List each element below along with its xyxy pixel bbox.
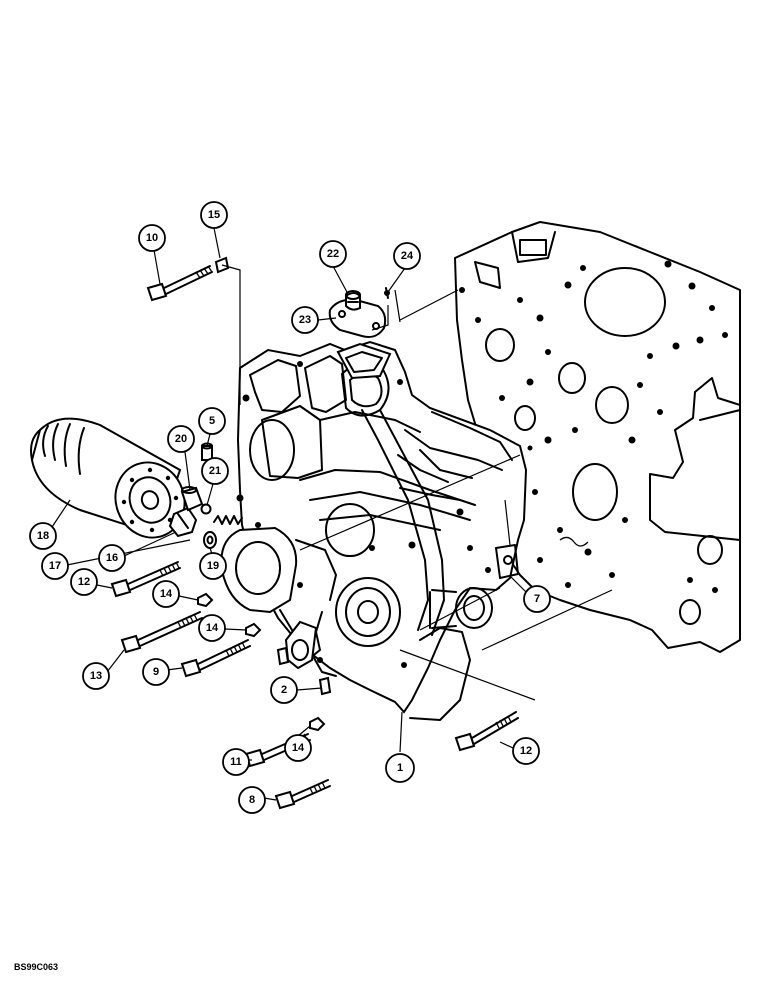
svg-text:1: 1 — [397, 762, 403, 774]
callout-15: 15 — [200, 201, 228, 229]
callout-9: 9 — [142, 658, 170, 686]
svg-text:20: 20 — [175, 433, 187, 445]
gasket — [409, 627, 471, 721]
svg-text:21: 21 — [209, 465, 221, 477]
callout-23: 23 — [291, 306, 319, 334]
svg-text:10: 10 — [146, 232, 158, 244]
svg-text:12: 12 — [78, 576, 90, 588]
nut-14b — [245, 622, 262, 638]
svg-text:5: 5 — [209, 415, 215, 427]
callout-1: 1 — [385, 753, 415, 783]
svg-text:17: 17 — [49, 560, 61, 572]
callout-5: 5 — [198, 407, 226, 435]
dowel-pin-b — [318, 676, 332, 696]
svg-text:2: 2 — [281, 684, 287, 696]
bolt-8 — [274, 779, 331, 810]
callout-2: 2 — [270, 676, 298, 704]
callout-22: 22 — [319, 240, 347, 268]
water-pump-housing — [220, 526, 337, 677]
ball — [200, 503, 212, 515]
svg-text:19: 19 — [207, 560, 219, 572]
svg-text:9: 9 — [153, 666, 159, 678]
relief-spring — [213, 515, 243, 525]
callout-18: 18 — [29, 522, 57, 550]
bolt-12-right — [454, 711, 519, 752]
callout-20: 20 — [167, 425, 195, 453]
svg-text:12: 12 — [520, 745, 532, 757]
dowel-pin — [201, 442, 213, 461]
svg-text:8: 8 — [249, 794, 255, 806]
svg-text:24: 24 — [401, 250, 414, 262]
callout-14a: 14 — [152, 580, 180, 608]
svg-text:7: 7 — [534, 593, 540, 605]
drawing-code: BS99C063 — [14, 962, 59, 972]
bolt-13 — [120, 611, 203, 654]
svg-text:15: 15 — [208, 209, 220, 221]
callout-11: 11 — [222, 748, 250, 776]
svg-text:16: 16 — [106, 552, 118, 564]
svg-text:11: 11 — [230, 756, 242, 768]
callout-17: 17 — [41, 552, 69, 580]
svg-text:14: 14 — [206, 622, 219, 634]
alignment-lines — [221, 264, 613, 701]
callout-12-right: 12 — [512, 737, 540, 765]
svg-text:14: 14 — [292, 742, 305, 754]
callout-7: 7 — [523, 585, 551, 613]
callout-8: 8 — [238, 786, 266, 814]
callout-14c: 14 — [284, 734, 312, 762]
callout-10: 10 — [138, 224, 166, 252]
callout-leaders — [49, 227, 529, 801]
callout-13: 13 — [82, 662, 110, 690]
nut-14a — [197, 592, 214, 608]
bolt-12-left — [110, 561, 181, 598]
callout-19: 19 — [199, 552, 227, 580]
svg-text:14: 14 — [160, 588, 173, 600]
dowel-pin-a — [276, 646, 290, 666]
washer — [203, 531, 217, 549]
svg-text:23: 23 — [299, 314, 311, 326]
svg-text:22: 22 — [327, 248, 339, 260]
callout-14b: 14 — [198, 614, 226, 642]
thermostat-housing — [328, 287, 392, 380]
bolt-10 — [146, 265, 213, 302]
bolt-9 — [180, 639, 251, 678]
svg-text:13: 13 — [90, 670, 102, 682]
callout-24: 24 — [393, 242, 421, 270]
svg-text:18: 18 — [37, 530, 49, 542]
callout-21: 21 — [201, 457, 229, 485]
plug — [180, 486, 204, 512]
nut-14c — [309, 716, 326, 732]
callout-12-left: 12 — [70, 568, 98, 596]
oil-filter — [30, 417, 186, 539]
callout-16: 16 — [98, 544, 126, 572]
